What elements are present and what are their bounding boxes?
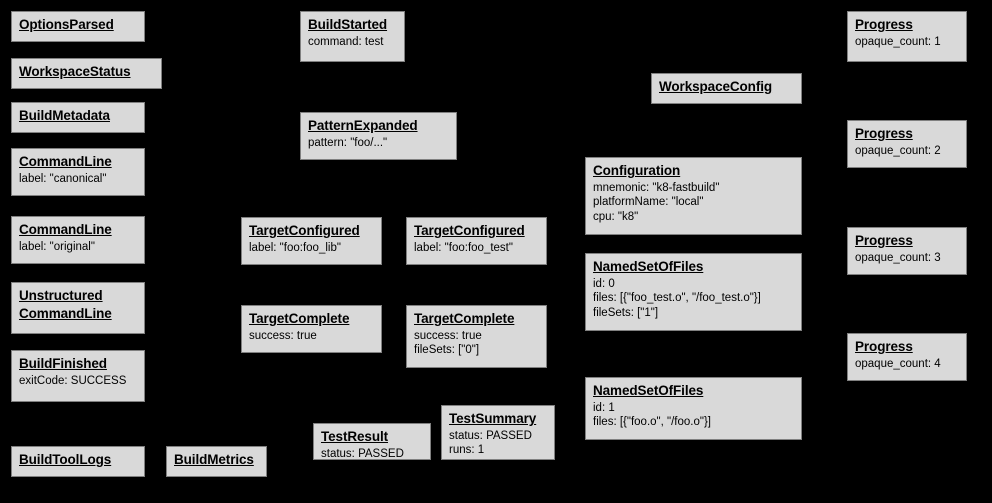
node-fields: label: "foo:foo_test" — [414, 241, 539, 256]
node-fields: label: "original" — [19, 240, 137, 255]
node-fields: id: 1 files: [{"foo.o", "/foo.o"}] — [593, 401, 794, 431]
node-field: mnemonic: "k8-fastbuild" — [593, 181, 720, 194]
node-fields: status: PASSED runs: 1 — [449, 429, 547, 459]
node-field: cpu: "k8" — [593, 211, 639, 224]
node-field: fileSets: ["0"] — [414, 344, 480, 357]
node-progress-3[interactable]: Progress opaque_count: 3 — [847, 227, 967, 275]
node-field: opaque_count: 4 — [855, 357, 941, 370]
node-field: id: 1 — [593, 401, 615, 414]
node-progress-1[interactable]: Progress opaque_count: 1 — [847, 11, 967, 62]
node-target-configured-foo-test[interactable]: TargetConfigured label: "foo:foo_test" — [406, 217, 547, 265]
node-title: Progress — [855, 17, 913, 32]
node-title: NamedSetOfFiles — [593, 383, 704, 398]
node-title: Progress — [855, 233, 913, 248]
node-fields: exitCode: SUCCESS — [19, 374, 137, 389]
node-title: CommandLine — [19, 154, 112, 169]
node-named-set-of-files-0[interactable]: NamedSetOfFiles id: 0 files: [{"foo_test.o… — [585, 253, 802, 331]
node-title: TargetComplete — [414, 311, 515, 326]
node-field: files: [{"foo.o", "/foo.o"}] — [593, 416, 711, 429]
node-fields: success: true — [249, 329, 374, 344]
node-named-set-of-files-1[interactable]: NamedSetOfFiles id: 1 files: [{"foo.o", "/… — [585, 377, 802, 440]
node-title: CommandLine — [19, 222, 112, 237]
node-field: label: "foo:foo_test" — [414, 241, 513, 254]
node-field: fileSets: ["1"] — [593, 307, 659, 320]
node-fields: mnemonic: "k8-fastbuild" platformName: "l… — [593, 181, 794, 226]
node-unstructured-command-line[interactable]: Unstructured CommandLine — [11, 282, 145, 334]
node-target-complete-test[interactable]: TargetComplete success: true fileSets: ["0… — [406, 305, 547, 368]
node-field: exitCode: SUCCESS — [19, 374, 127, 387]
node-build-finished[interactable]: BuildFinished exitCode: SUCCESS — [11, 350, 145, 402]
node-title: BuildMetadata — [19, 108, 110, 123]
node-build-metadata[interactable]: BuildMetadata — [11, 102, 145, 133]
node-field: platformName: "local" — [593, 196, 704, 209]
node-fields: opaque_count: 4 — [855, 357, 959, 372]
node-build-started[interactable]: BuildStarted command: test — [300, 11, 405, 62]
node-fields: opaque_count: 1 — [855, 35, 959, 50]
node-field: runs: 1 — [449, 444, 485, 457]
node-fields: label: "foo:foo_lib" — [249, 241, 374, 256]
node-pattern-expanded[interactable]: PatternExpanded pattern: "foo/..." — [300, 112, 457, 160]
node-fields: status: PASSED — [321, 447, 423, 462]
node-field: id: 0 — [593, 277, 615, 290]
node-title: WorkspaceConfig — [659, 79, 773, 94]
node-field: opaque_count: 3 — [855, 251, 941, 264]
node-configuration[interactable]: Configuration mnemonic: "k8-fastbuild" pla… — [585, 157, 802, 235]
node-field: success: true — [249, 329, 317, 342]
node-title: Configuration — [593, 163, 681, 178]
node-test-result[interactable]: TestResult status: PASSED — [313, 423, 431, 460]
node-field: files: [{"foo_test.o", "/foo_test.o"}] — [593, 292, 761, 305]
node-field: status: PASSED — [321, 447, 404, 460]
node-fields: opaque_count: 3 — [855, 251, 959, 266]
node-title: BuildStarted — [308, 17, 388, 32]
node-fields: pattern: "foo/..." — [308, 136, 449, 151]
node-fields: success: true fileSets: ["0"] — [414, 329, 539, 359]
node-field: success: true — [414, 329, 482, 342]
node-build-metrics[interactable]: BuildMetrics — [166, 446, 267, 477]
node-test-summary[interactable]: TestSummary status: PASSED runs: 1 — [441, 405, 555, 460]
node-options-parsed[interactable]: OptionsParsed — [11, 11, 145, 42]
node-title: BuildMetrics — [174, 452, 254, 467]
node-title: TargetConfigured — [414, 223, 525, 238]
node-fields: opaque_count: 2 — [855, 144, 959, 159]
node-title: BuildFinished — [19, 356, 107, 371]
node-field: command: test — [308, 35, 384, 48]
node-title: PatternExpanded — [308, 118, 418, 133]
node-workspace-status[interactable]: WorkspaceStatus — [11, 58, 162, 89]
node-field: pattern: "foo/..." — [308, 136, 388, 149]
node-target-complete-lib[interactable]: TargetComplete success: true — [241, 305, 382, 353]
node-field: status: PASSED — [449, 429, 532, 442]
node-field: opaque_count: 2 — [855, 144, 941, 157]
node-fields: label: "canonical" — [19, 172, 137, 187]
node-command-line-original[interactable]: CommandLine label: "original" — [11, 216, 145, 264]
node-title: NamedSetOfFiles — [593, 259, 704, 274]
node-title: TestResult — [321, 429, 389, 444]
node-title: TargetConfigured — [249, 223, 360, 238]
node-fields: command: test — [308, 35, 397, 50]
node-title: Unstructured CommandLine — [19, 288, 112, 321]
node-title: TestSummary — [449, 411, 537, 426]
node-build-tool-logs[interactable]: BuildToolLogs — [11, 446, 145, 477]
node-title: Progress — [855, 126, 913, 141]
node-title: OptionsParsed — [19, 17, 114, 32]
node-workspace-config[interactable]: WorkspaceConfig — [651, 73, 802, 104]
node-field: label: "foo:foo_lib" — [249, 241, 341, 254]
node-target-configured-foo-lib[interactable]: TargetConfigured label: "foo:foo_lib" — [241, 217, 382, 265]
node-title: TargetComplete — [249, 311, 350, 326]
node-progress-4[interactable]: Progress opaque_count: 4 — [847, 333, 967, 381]
node-title: Progress — [855, 339, 913, 354]
node-title: BuildToolLogs — [19, 452, 112, 467]
node-title: WorkspaceStatus — [19, 64, 131, 79]
node-fields: id: 0 files: [{"foo_test.o", "/foo_test.o… — [593, 277, 794, 322]
node-command-line-canonical[interactable]: CommandLine label: "canonical" — [11, 148, 145, 196]
node-field: label: "original" — [19, 240, 95, 253]
node-field: label: "canonical" — [19, 172, 107, 185]
node-field: opaque_count: 1 — [855, 35, 941, 48]
node-progress-2[interactable]: Progress opaque_count: 2 — [847, 120, 967, 168]
